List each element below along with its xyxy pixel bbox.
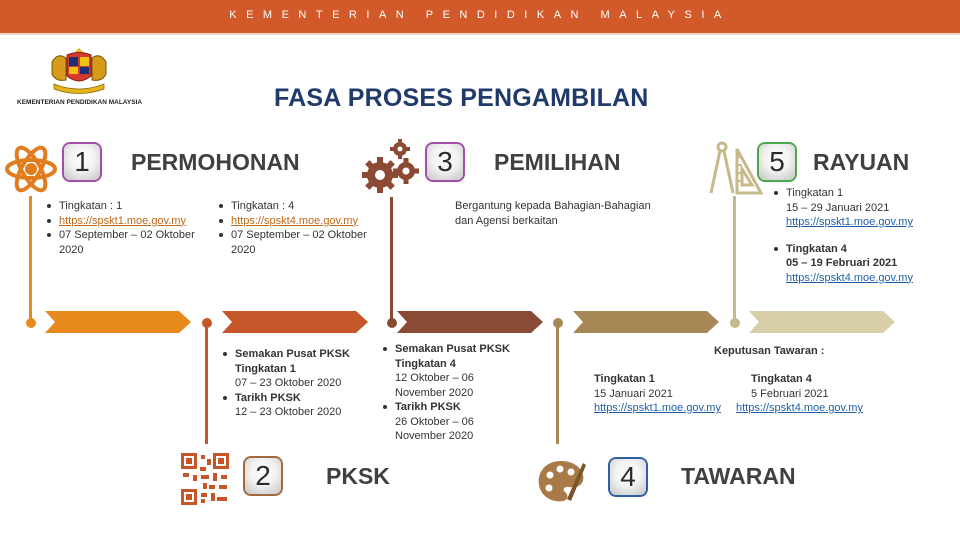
connector-line-2 — [205, 322, 208, 444]
spskt4-link[interactable]: https://spskt4.moe.gov.my — [736, 402, 863, 414]
gears-icon — [362, 139, 419, 193]
phase-4-badge: 4 — [610, 459, 646, 495]
item-title: Semakan Pusat PKSK — [395, 343, 510, 355]
connector-line-4 — [556, 322, 559, 444]
phase-1-badge: 1 — [64, 144, 100, 180]
connector-line-3 — [390, 197, 393, 324]
item-date: November 2020 — [395, 430, 474, 442]
phase-2-details: Semakan Pusat PKSK Tingkatan 1 07 – 23 Okt… — [222, 347, 382, 420]
header-divider — [0, 33, 960, 35]
header-banner: KEMENTERIAN PENDIDIKAN MALAYSIA — [0, 0, 960, 33]
timeline-arrow-2 — [222, 311, 368, 333]
palette-icon — [538, 461, 586, 502]
connector-line-5 — [733, 196, 736, 324]
item-date: November 2020 — [395, 386, 474, 399]
timeline-arrow-5 — [749, 311, 895, 333]
item-title: Tingkatan 4 — [395, 357, 456, 370]
phase-2-title: PKSK — [326, 463, 390, 489]
description-line: Bergantung kepada Bahagian-Bahagian — [455, 200, 651, 212]
item-date: 05 – 19 Februari 2021 — [786, 257, 898, 269]
phase-5-details: Tingkatan 1 15 – 29 Januari 2021 https://s… — [773, 186, 943, 285]
connector-dot-5 — [730, 318, 740, 328]
phase-1-title: PERMOHONAN — [131, 149, 300, 175]
spskt4-link[interactable]: https://spskt4.moe.gov.my — [786, 271, 913, 284]
phase-3-title: PEMILIHAN — [494, 149, 621, 175]
phase-3-number: 3 — [437, 146, 453, 177]
phase-1-tingkatan-1-details: Tingkatan : 1 https://spskt1.moe.gov.my … — [46, 199, 211, 257]
drafting-tools-icon — [709, 141, 763, 195]
phase-3-details: Semakan Pusat PKSK Tingkatan 4 12 Oktober … — [382, 342, 542, 444]
phase-5-title: RAYUAN — [813, 149, 910, 175]
list-item: 07 September – 02 Oktober 2020 — [46, 228, 211, 257]
coat-of-arms-logo — [51, 48, 107, 94]
phase-4-title: TAWARAN — [681, 463, 796, 489]
item-date: 15 Januari 2021 — [594, 387, 673, 400]
date-line: 07 September – 02 Oktober — [231, 229, 367, 241]
item-date: 15 – 29 Januari 2021 — [786, 201, 890, 214]
heading-text: Keputusan Tawaran : — [714, 345, 825, 357]
item-date: 5 Februari 2021 — [751, 387, 829, 400]
phase-2-badge: 2 — [245, 458, 281, 494]
date-line: 2020 — [231, 243, 256, 256]
phase-4-tingkatan-1: Tingkatan 1 15 Januari 2021 https://spsk… — [594, 372, 744, 416]
item-title: Semakan Pusat PKSK — [235, 348, 350, 360]
item-date: 12 Oktober – 06 — [395, 372, 474, 384]
spskt1-link[interactable]: https://spskt1.moe.gov.my — [786, 216, 913, 228]
item-title: Tingkatan 1 — [235, 362, 296, 375]
phase-2-number: 2 — [255, 460, 271, 491]
item-title: Tarikh PKSK — [235, 391, 301, 404]
phase-1-tingkatan-4-details: Tingkatan : 4 https://spskt4.moe.gov.my … — [218, 199, 383, 257]
list-item: Tingkatan 4 05 – 19 Februari 2021 https://… — [773, 242, 943, 286]
item-title: Tingkatan 4 — [786, 242, 847, 255]
item-title: Tingkatan 4 — [751, 373, 812, 385]
list-item: Tarikh PKSK 26 Oktober – 06 November 2020 — [382, 400, 542, 444]
logo-label: KEMENTERIAN PENDIDIKAN MALAYSIA — [17, 99, 143, 106]
spskt1-link[interactable]: https://spskt1.moe.gov.my — [59, 214, 186, 227]
connector-dot-2 — [202, 318, 212, 328]
phase-4-tingkatan-4: Tingkatan 4 5 Februari 2021 https://spsk… — [736, 372, 886, 416]
connector-line-1 — [29, 196, 32, 324]
date-line: 07 September – 02 Oktober — [59, 229, 195, 241]
phase-3-description: Bergantung kepada Bahagian-Bahagian dan A… — [455, 199, 685, 228]
phase-3-badge: 3 — [427, 144, 463, 180]
list-item: https://spskt1.moe.gov.my — [46, 214, 211, 229]
item-date: 26 Oktober – 06 — [395, 415, 474, 428]
connector-dot-1 — [26, 318, 36, 328]
item-date: 07 – 23 Oktober 2020 — [235, 377, 342, 389]
spskt4-link[interactable]: https://spskt4.moe.gov.my — [231, 214, 358, 227]
atom-icon — [5, 145, 57, 193]
phase-5-badge: 5 — [759, 144, 795, 180]
item-title: Tingkatan 1 — [786, 187, 844, 199]
ministry-banner-text: KEMENTERIAN PENDIDIKAN MALAYSIA — [229, 9, 731, 21]
timeline-arrow-1 — [45, 311, 191, 333]
list-item: Tingkatan : 4 — [218, 199, 383, 214]
item-title: Tingkatan 1 — [594, 373, 655, 385]
item-date: 12 – 23 Oktober 2020 — [235, 406, 342, 418]
qr-code-icon — [181, 453, 229, 505]
item-title: Tarikh PKSK — [395, 401, 461, 413]
phase-1-number: 1 — [74, 146, 90, 177]
list-item: Tingkatan 1 15 – 29 Januari 2021 https://s… — [773, 186, 943, 230]
phase-5-number: 5 — [769, 146, 785, 177]
list-item: https://spskt4.moe.gov.my — [218, 214, 383, 229]
spskt1-link[interactable]: https://spskt1.moe.gov.my — [594, 402, 721, 414]
page-title: FASA PROSES PENGAMBILAN — [274, 84, 649, 112]
timeline-arrow-4 — [573, 311, 719, 333]
phase-4-number: 4 — [620, 461, 636, 492]
list-item: Tarikh PKSK 12 – 23 Oktober 2020 — [222, 391, 382, 420]
description-line: dan Agensi berkaitan — [455, 214, 558, 227]
connector-dot-4 — [553, 318, 563, 328]
list-item: 07 September – 02 Oktober 2020 — [218, 228, 383, 257]
list-item: Semakan Pusat PKSK Tingkatan 4 12 Oktober … — [382, 342, 542, 400]
phase-4-heading: Keputusan Tawaran : — [714, 344, 824, 359]
list-item: Tingkatan : 1 — [46, 199, 211, 214]
list-item: Semakan Pusat PKSK Tingkatan 1 07 – 23 Okt… — [222, 347, 382, 391]
timeline-arrow-3 — [397, 311, 543, 333]
connector-dot-3 — [387, 318, 397, 328]
date-line: 2020 — [59, 243, 84, 256]
